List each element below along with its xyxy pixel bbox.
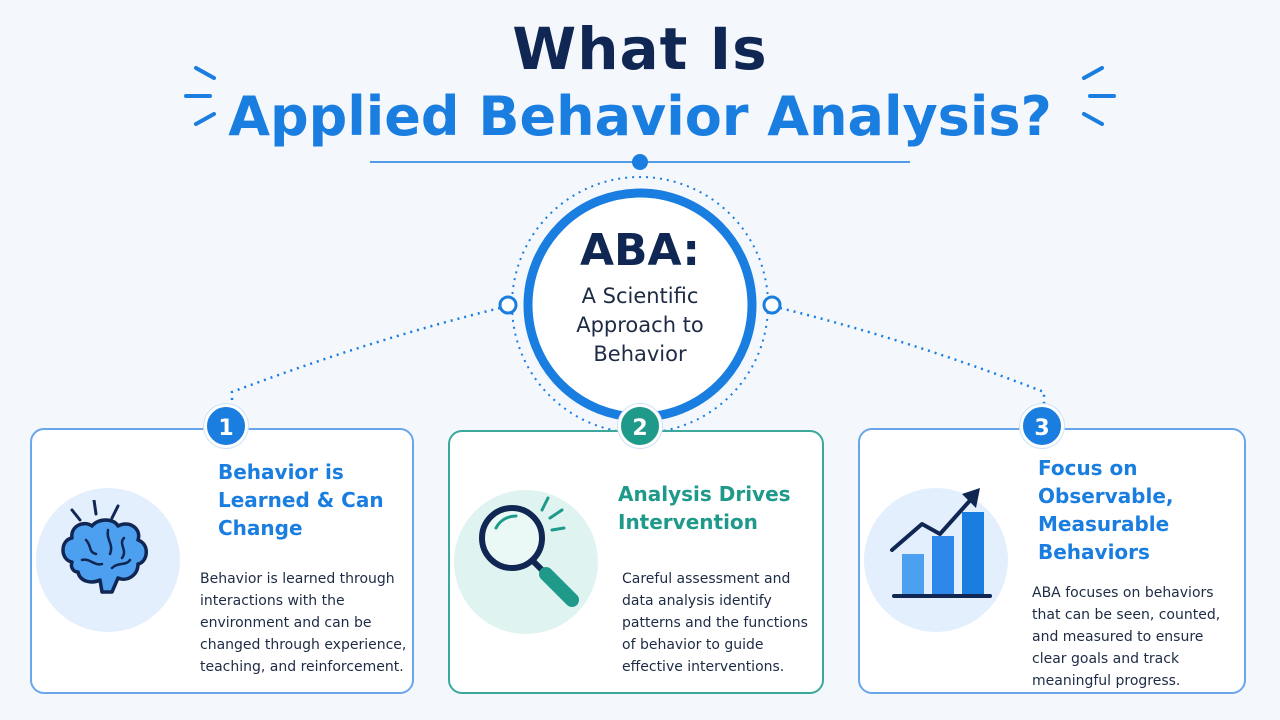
hub-main-text: ABA: [579,225,701,276]
step-badge-2: 2 [618,404,662,448]
hub-label: ABA: A Scientific Approach to Behavior [520,212,760,402]
bar-chart-growth-icon [890,488,992,598]
card-body: ABA focuses on behaviors that can be see… [1032,585,1221,689]
card-title: Analysis Drives Intervention [618,482,791,534]
card-observable-behaviors: Focus on Observable, Measurable Behavior… [858,428,1246,694]
sparkle-left-icon [184,66,216,126]
page-title-line2: Applied Behavior Analysis? [228,85,1052,148]
card-title: Behavior is Learned & Can Change [218,460,384,540]
brain-icon [61,500,148,594]
card-title: Focus on Observable, Measurable Behavior… [1038,456,1174,564]
card-body: Careful assessment and data analysis ide… [622,571,808,675]
step-badge-1: 1 [204,404,248,448]
page-title-line1: What Is [512,15,768,83]
card-analysis-drives: Analysis Drives Intervention Careful ass… [448,430,824,694]
sparkle-right-icon [1082,66,1116,126]
hub-sub-text: A Scientific Approach to Behavior [576,284,704,366]
step-badge-3: 3 [1020,404,1064,448]
card-behavior-learned: Behavior is Learned & Can Change Behavio… [30,428,414,694]
card-body: Behavior is learned through interactions… [200,571,407,675]
magnifying-glass-icon [479,496,579,607]
